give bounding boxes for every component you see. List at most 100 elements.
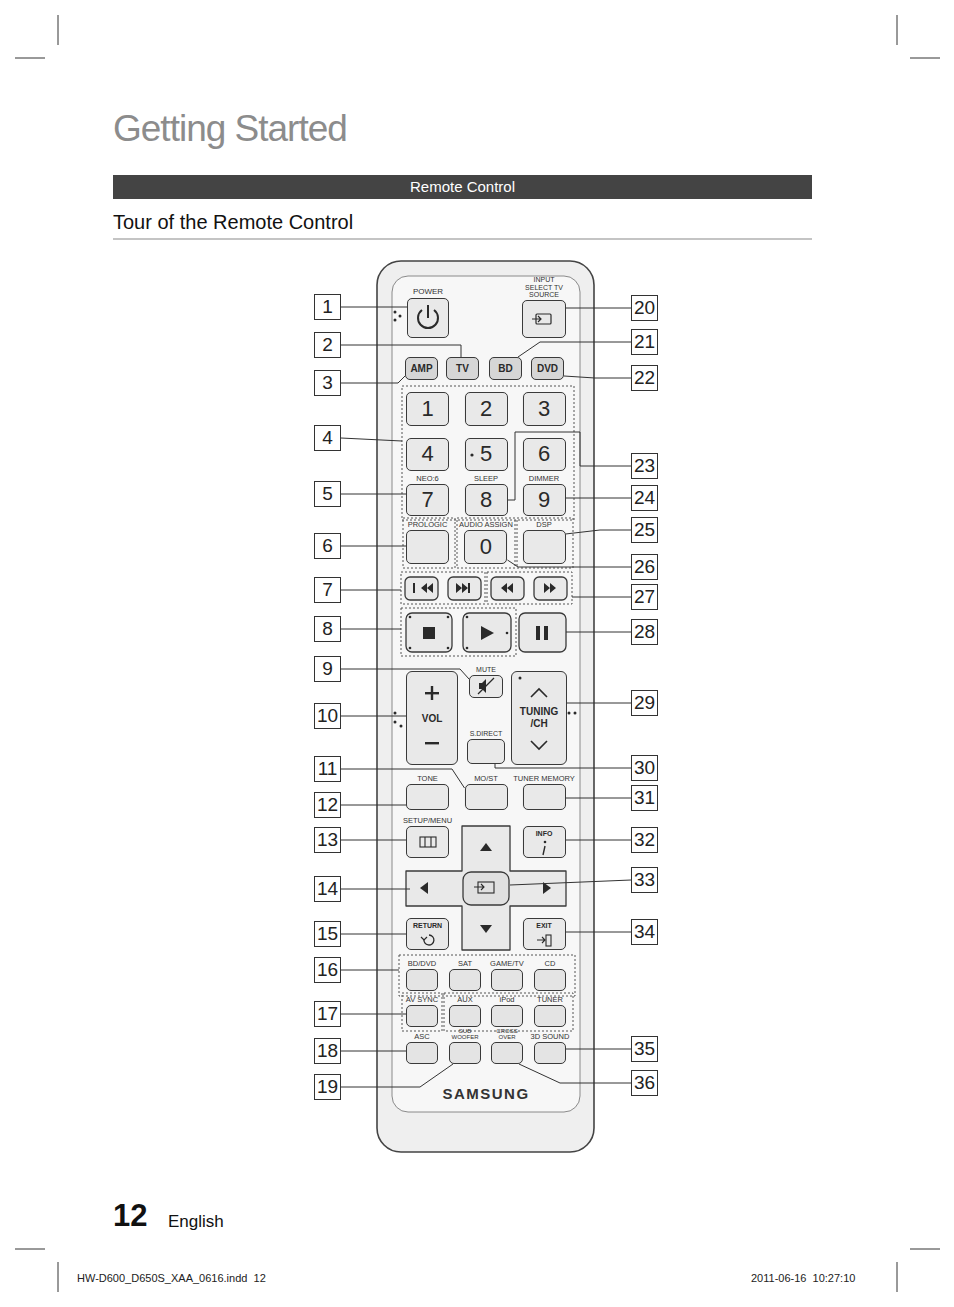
callout-number: 20 (632, 296, 657, 320)
remote-button: AUX (449, 996, 481, 1027)
heading-rule (113, 238, 812, 240)
button-label: iPod (499, 996, 514, 1004)
button-label: INPUT SELECT TV SOURCE (519, 276, 569, 299)
button-text: 0 (480, 535, 492, 559)
callout-number: 28 (632, 620, 657, 644)
callout-box: 28 (631, 619, 658, 645)
remote-button: BD/DVD (406, 960, 438, 991)
button-fill (407, 298, 449, 338)
transport-buttons (405, 577, 567, 950)
callout-number: 27 (632, 585, 657, 609)
callout-box: 1 (314, 294, 341, 320)
button-fill (406, 1005, 438, 1027)
remote-button: INPUT SELECT TV SOURCE (519, 276, 569, 338)
button-body (523, 784, 566, 810)
callout-box: 12 (314, 792, 341, 818)
button-fill (446, 357, 479, 380)
button-fill (531, 357, 564, 380)
button-label: DSP (536, 521, 551, 529)
button-fill (465, 438, 508, 471)
button-body (406, 784, 449, 810)
remote-button: 6 (523, 438, 566, 471)
leader-line (566, 798, 632, 799)
remote-button: DIMMER9 (523, 475, 566, 516)
button-label: AUX (457, 996, 472, 1004)
callout-number: 4 (315, 426, 340, 450)
button-body (523, 530, 566, 564)
button-fill (467, 739, 505, 764)
button-body: 5 (465, 438, 508, 471)
callout-number: 5 (315, 482, 340, 506)
leader-lines (341, 438, 631, 970)
remote-button: SLEEP8 (465, 475, 508, 516)
callout-number: 11 (315, 757, 340, 781)
page-language: English (168, 1212, 224, 1231)
callout-box: 6 (314, 533, 341, 559)
leader-line (567, 703, 631, 704)
brand-logo: SAMSUNG (442, 1085, 529, 1102)
button-label: S.DIRECT (470, 730, 503, 738)
section-heading: Tour of the Remote Control (113, 211, 353, 233)
button-fill (491, 969, 523, 991)
button-body (534, 1042, 566, 1064)
callout-number: 30 (632, 756, 657, 780)
remote-button: 3 (523, 392, 566, 426)
button-fill (523, 784, 566, 810)
remote-button: TUNER MEMORY (513, 775, 575, 810)
button-body: 3 (523, 392, 566, 426)
button-fill (465, 484, 508, 516)
button-text: BD (498, 363, 512, 374)
button-body (406, 1005, 438, 1027)
button-fill (523, 484, 566, 516)
callout-box: 32 (631, 827, 658, 853)
callout-number: 32 (632, 828, 657, 852)
button-fill (523, 392, 566, 426)
callout-box: 24 (631, 485, 658, 511)
button-text: AMP (410, 363, 432, 374)
button-text: 4 (421, 442, 433, 466)
band-title: Remote Control (113, 175, 812, 199)
button-fill (465, 392, 508, 426)
button-label: POWER (413, 288, 443, 297)
button-body (491, 1042, 523, 1064)
leader-line (518, 342, 631, 357)
button-fill (464, 530, 507, 564)
button-fill (511, 671, 567, 765)
callout-number: 24 (632, 486, 657, 510)
leader-line (566, 498, 632, 499)
button-fill (523, 438, 566, 471)
leader-line (519, 1064, 631, 1083)
button-text: INFO (536, 830, 553, 838)
callout-number: 31 (632, 786, 657, 810)
callout-box: 29 (631, 690, 658, 716)
remote-button: DSP (523, 521, 566, 564)
button-label: ASC (414, 1033, 429, 1041)
button-body: DVD (531, 357, 564, 380)
button-body: AMP (405, 357, 438, 380)
callout-number: 36 (632, 1071, 657, 1095)
button-fill (406, 784, 449, 810)
button-body (449, 1042, 481, 1064)
button-body: 2 (465, 392, 508, 426)
button-body: VOL (406, 671, 458, 765)
callout-number: 29 (632, 691, 657, 715)
remote-button: POWER (407, 288, 449, 338)
button-body (469, 675, 503, 698)
button-label: TUNER MEMORY (513, 775, 575, 783)
remote-button: INFO (523, 826, 566, 858)
button-body: 7 (406, 484, 449, 516)
remote-button: TONE (406, 775, 449, 810)
button-text: 2 (480, 397, 492, 421)
button-icons (394, 311, 577, 934)
button-label: NEO:6 (416, 475, 439, 483)
button-label: TUNER (537, 996, 563, 1004)
callout-number: 23 (632, 454, 657, 478)
callout-box: 8 (314, 616, 341, 642)
leader-line (341, 307, 407, 308)
leader-line (341, 546, 406, 547)
button-text: 6 (538, 442, 550, 466)
button-fill (523, 530, 566, 564)
button-body: RETURN (406, 918, 449, 950)
button-fill (449, 1005, 481, 1027)
button-fill (405, 357, 438, 380)
